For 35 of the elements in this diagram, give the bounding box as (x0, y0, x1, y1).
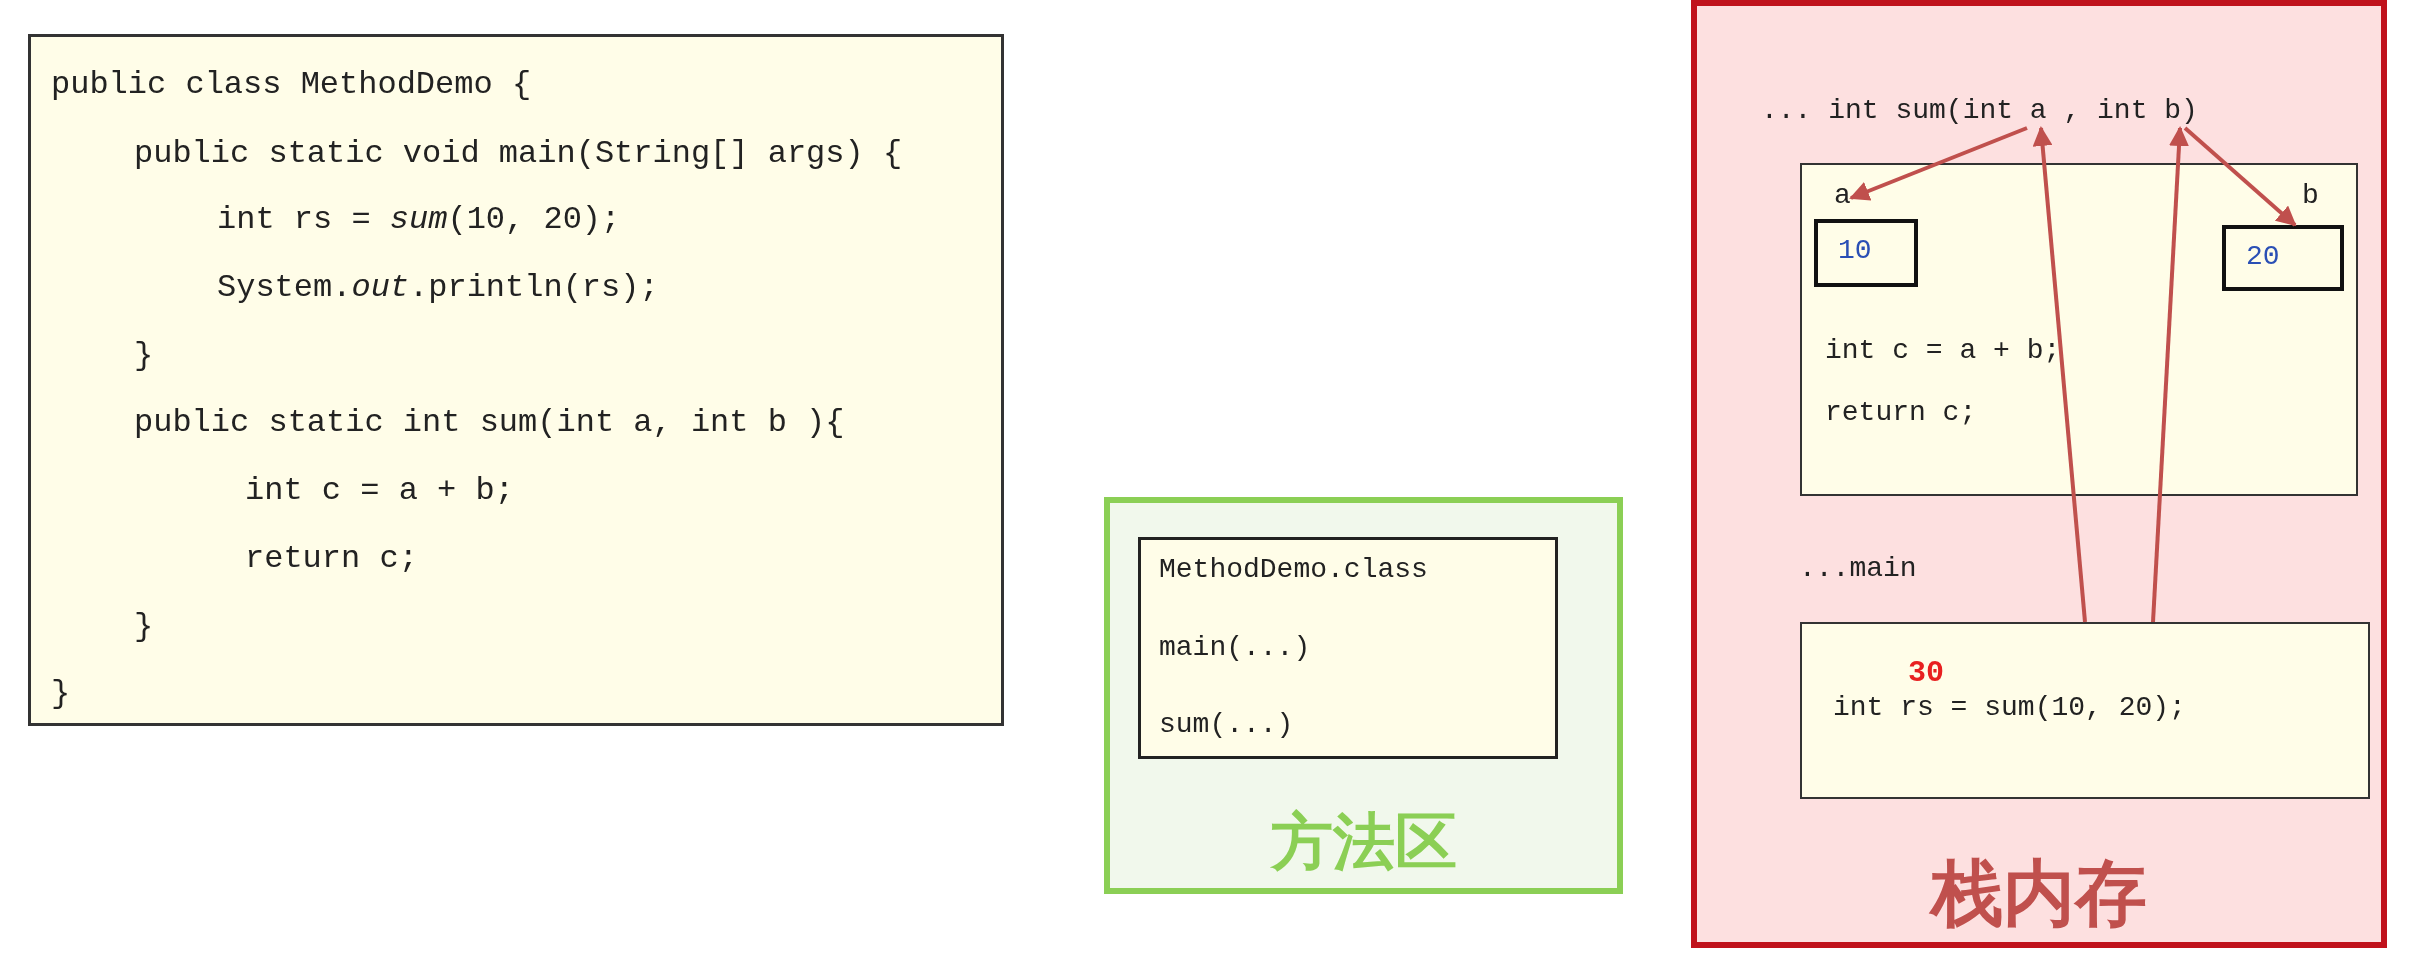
code-line: public class MethodDemo { (51, 65, 532, 105)
variable-name: a (1834, 179, 1851, 213)
code-line: int rs = sum(10, 20); (1833, 691, 2186, 725)
code-line: int c = a + b; (1825, 334, 2061, 368)
code-line: return c; (245, 539, 418, 579)
value-box: 10 (1814, 219, 1918, 287)
code-line: System.out.println(rs); (217, 268, 659, 308)
code-line: MethodDemo.class (1159, 553, 1428, 587)
variable-name: b (2302, 179, 2319, 213)
code-line: int rs = sum(10, 20); (217, 200, 621, 240)
frame-heading: ...main (1799, 552, 1917, 586)
code-line: } (134, 336, 154, 376)
arrow (1849, 126, 2028, 201)
code-line: return c; (1825, 396, 1977, 430)
code-line: } (51, 674, 71, 714)
arrow (2032, 126, 2087, 623)
code-panel (28, 34, 1004, 726)
arrow (2183, 126, 2297, 227)
area-title: 栈内存 (1931, 850, 2147, 937)
method-area-box (1104, 497, 1623, 894)
code-line: public static void main(String[] args) { (134, 134, 903, 174)
stack-frame-box (1800, 163, 2358, 496)
code-line: public static int sum(int a, int b ){ (134, 403, 845, 443)
code-line: sum(...) (1159, 708, 1294, 742)
arrow (2151, 126, 2189, 623)
area-title: 方法区 (1270, 804, 1457, 880)
code-line: int c = a + b; (245, 471, 514, 511)
code-line: } (134, 607, 154, 647)
return-value: 30 (1908, 655, 1944, 692)
code-line: main(...) (1159, 631, 1311, 665)
stack-frame-box (1800, 622, 2370, 799)
stack-memory-box (1691, 0, 2387, 948)
class-box (1138, 537, 1558, 759)
value-box: 20 (2222, 225, 2344, 291)
method-signature: ... int sum(int a , int b) (1761, 94, 2198, 128)
